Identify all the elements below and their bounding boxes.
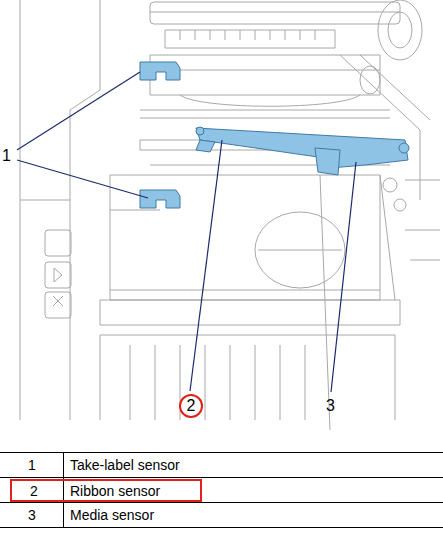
- highlight-row: 2 Ribbon sensor: [10, 479, 202, 502]
- table-cell-number: 1: [28, 457, 36, 473]
- table-cell-text: Take-label sensor: [70, 457, 180, 473]
- callout-number: 3: [326, 397, 335, 415]
- callout-number: 2: [187, 397, 196, 415]
- callout-number: 1: [2, 147, 11, 165]
- callout-circle: 2: [179, 394, 203, 418]
- table-cell-text: Ribbon sensor: [70, 483, 160, 499]
- table-cell-number: 2: [30, 483, 38, 499]
- table-cell-number: 3: [28, 507, 36, 523]
- table-cell-text: Media sensor: [70, 507, 154, 523]
